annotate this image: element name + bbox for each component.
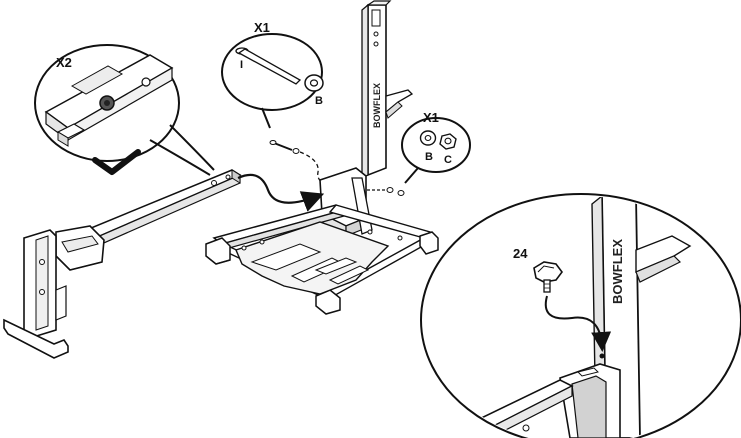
x1-top-callout-bubble	[222, 34, 322, 110]
knob-hole	[600, 354, 605, 359]
x2-label: X2	[56, 55, 72, 70]
x1-right-callout-bubble	[402, 118, 470, 172]
washer-part-b-right	[421, 131, 436, 145]
x1-top-detail-callout: X1 I B	[222, 20, 323, 128]
rear-right-foot	[420, 232, 438, 254]
mast-brand-text: BOWFLEX	[372, 83, 382, 128]
long-rail	[4, 170, 240, 358]
nut-part-c	[440, 134, 456, 149]
x1-top-label: X1	[254, 20, 270, 35]
x1-right-label: X1	[423, 110, 439, 125]
base-frame	[206, 168, 438, 314]
part-i-label: I	[240, 59, 243, 71]
part-24-label: 24	[513, 246, 528, 261]
washer-part-b-top	[305, 75, 323, 91]
x1-right-detail-callout: X1 B C	[402, 110, 470, 183]
part-b-right-label: B	[425, 151, 433, 163]
front-left-foot	[206, 238, 230, 264]
x2-detail-callout: X2	[35, 45, 214, 175]
x1-top-callout-leader	[262, 108, 270, 128]
enlarged-mast-brand-text: BOWFLEX	[610, 239, 625, 304]
curved-arrow-icon	[238, 175, 318, 203]
knob-detail-callout: BOWFLEX 24	[421, 194, 741, 438]
x1-right-callout-leader	[405, 168, 418, 183]
part-b-top-label: B	[315, 95, 323, 107]
nut-on-frame	[367, 188, 404, 196]
part-c-label: C	[444, 154, 452, 166]
